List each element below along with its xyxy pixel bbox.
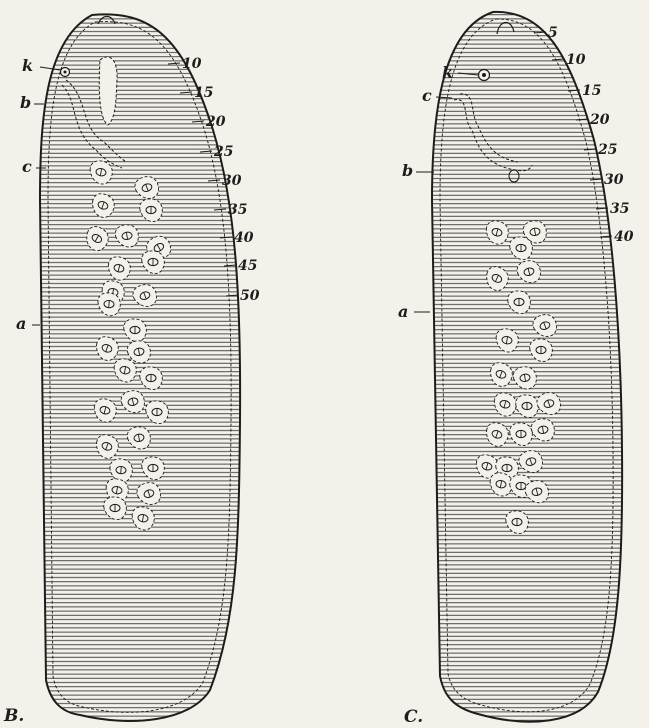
figure-c-hatching	[425, 0, 630, 728]
scale-mark-label: 30	[604, 172, 624, 188]
figure-b-label-k: k	[22, 56, 33, 75]
figure-c-label-k: k	[442, 63, 453, 82]
scale-mark-label: 50	[240, 288, 260, 304]
scale-mark-label: 5	[548, 25, 558, 41]
scale-mark-label: 40	[614, 229, 634, 245]
scale-mark-label: 35	[610, 201, 629, 217]
figure-b-panel-label: B.	[3, 706, 24, 726]
figure-b-granule-core	[64, 71, 67, 74]
figure-c: k c b a 5 10 15 20 25 30 35 40 C.	[398, 0, 634, 728]
figure-b: k b c a 10 15 20 25 30 35 40 45 50 B.	[3, 0, 260, 728]
figure-c-label-a: a	[398, 302, 408, 321]
scale-mark-label: 20	[589, 112, 610, 128]
scale-mark-label: 25	[597, 142, 617, 158]
figure-b-hatching	[30, 0, 250, 728]
scale-mark-label: 15	[194, 85, 213, 101]
figure-b-label-a: a	[16, 314, 26, 333]
figure-c-label-c: c	[422, 86, 432, 105]
scale-mark-label: 15	[582, 83, 601, 99]
figure-b-label-c: c	[22, 157, 32, 176]
scale-mark-label: 30	[222, 173, 242, 189]
scale-mark-label: 20	[205, 114, 226, 130]
scale-mark-label: 10	[566, 52, 586, 68]
figure-b-label-b: b	[20, 93, 31, 112]
scale-mark-label: 35	[228, 202, 247, 218]
figure-c-panel-label: C.	[404, 707, 423, 727]
figure-c-granule-core	[482, 73, 486, 77]
figure-c-label-b: b	[402, 161, 413, 180]
scale-mark-label: 45	[238, 258, 257, 274]
scale-mark-label: 40	[234, 230, 254, 246]
cell-nucleus-line	[121, 467, 122, 474]
scale-mark-label: 25	[213, 144, 233, 160]
cell-nucleus-line	[109, 301, 110, 308]
scale-mark-label: 10	[182, 56, 202, 72]
